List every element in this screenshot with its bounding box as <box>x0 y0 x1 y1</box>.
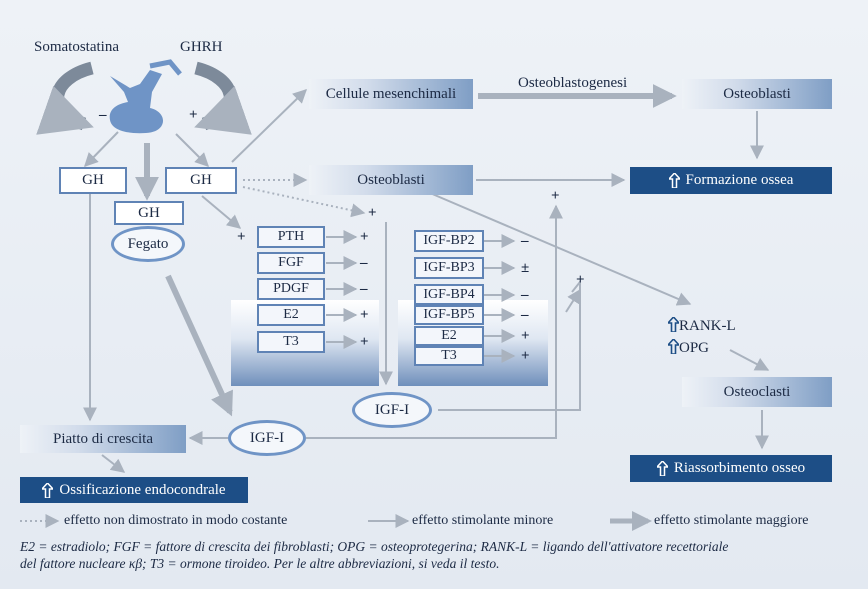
liver-ellipse: Fegato <box>111 226 185 262</box>
factor-box: FGF <box>257 252 325 274</box>
factor-box: E2 <box>257 304 325 326</box>
growth-plate-box: Piatto di crescita <box>20 425 186 453</box>
factor-sign: + <box>360 334 369 350</box>
pituitary-gland-icon <box>109 59 182 134</box>
ghrh-label: GHRH <box>180 39 223 55</box>
plus-sign: + <box>189 107 198 123</box>
factor-box: T3 <box>414 346 484 366</box>
osteoblastogenesis-label: Osteoblastogenesi <box>518 75 628 91</box>
factor-box: T3 <box>257 331 325 353</box>
factor-sign: – <box>360 255 368 271</box>
factor-sign: – <box>521 287 529 303</box>
footnote-line-2: del fattore nucleare κβ; T3 = ormone tir… <box>20 556 500 571</box>
osteoclasts-box: Osteoclasti <box>682 377 832 407</box>
factor-box: IGF-BP4 <box>414 284 484 305</box>
gh-box-left: GH <box>59 167 127 194</box>
opg-label: OPG <box>666 337 709 356</box>
left-factor-plus: + <box>237 229 246 245</box>
up-arrow-icon <box>666 337 681 355</box>
factor-sign: – <box>360 281 368 297</box>
factor-sign: – <box>521 233 529 249</box>
legend-minor-label: effetto stimolante minore <box>412 513 554 528</box>
bone-resorption-box: Riassorbimento osseo <box>630 455 832 482</box>
legend-dotted-label: effetto non dimostrato in modo costante <box>64 513 288 528</box>
factor-sign: + <box>521 328 530 344</box>
endochondral-box: Ossificazione endocondrale <box>20 477 248 503</box>
bone-resorption-label: Riassorbimento osseo <box>673 460 806 476</box>
bone-formation-label: Formazione ossea <box>685 172 794 188</box>
legend-major-label: effetto stimolante maggiore <box>654 513 809 528</box>
factor-box: PTH <box>257 226 325 248</box>
igf1-liver-ellipse: IGF-I <box>228 420 306 456</box>
mesenchymal-cells-box: Cellule mesenchimali <box>309 79 473 109</box>
igf1-local-ellipse: IGF-I <box>352 392 432 428</box>
factor-box: IGF-BP5 <box>414 305 484 325</box>
up-arrow-icon <box>656 461 668 476</box>
factor-sign: + <box>360 229 369 245</box>
igf-plus: + <box>576 272 585 288</box>
up-arrow-icon <box>668 173 680 188</box>
gh-dotted-plus: + <box>368 205 377 221</box>
factor-box: PDGF <box>257 278 325 300</box>
endochondral-label: Ossificazione endocondrale <box>59 481 226 498</box>
factor-sign: ± <box>521 260 530 276</box>
osteoblasts-top-box: Osteoblasti <box>682 79 832 109</box>
bone-formation-box: Formazione ossea <box>630 167 832 194</box>
factor-sign: + <box>521 348 530 364</box>
factor-box: E2 <box>414 326 484 346</box>
up-arrow-icon <box>42 482 54 498</box>
factor-sign: + <box>360 307 369 323</box>
minus-sign: – <box>99 107 107 123</box>
factor-sign: – <box>521 307 529 323</box>
osteoblasts-mid-box: Osteoblasti <box>309 165 473 195</box>
formation-plus: + <box>551 188 560 204</box>
footnote: E2 = estradiolo; FGF = fattore di cresci… <box>20 538 860 572</box>
footnote-line-1: E2 = estradiolo; FGF = fattore di cresci… <box>20 539 729 554</box>
somatostatin-curve-arrow <box>36 61 94 135</box>
gh-box-middle: GH <box>165 167 237 194</box>
up-arrow-icon <box>666 315 681 333</box>
somatostatin-label: Somatostatina <box>34 39 119 55</box>
factor-box: IGF-BP3 <box>414 257 484 279</box>
factor-box: IGF-BP2 <box>414 230 484 252</box>
ghrh-curve-arrow <box>194 61 252 135</box>
gh-box-liver: GH <box>114 201 184 225</box>
rankl-label: RANK-L <box>666 315 736 334</box>
